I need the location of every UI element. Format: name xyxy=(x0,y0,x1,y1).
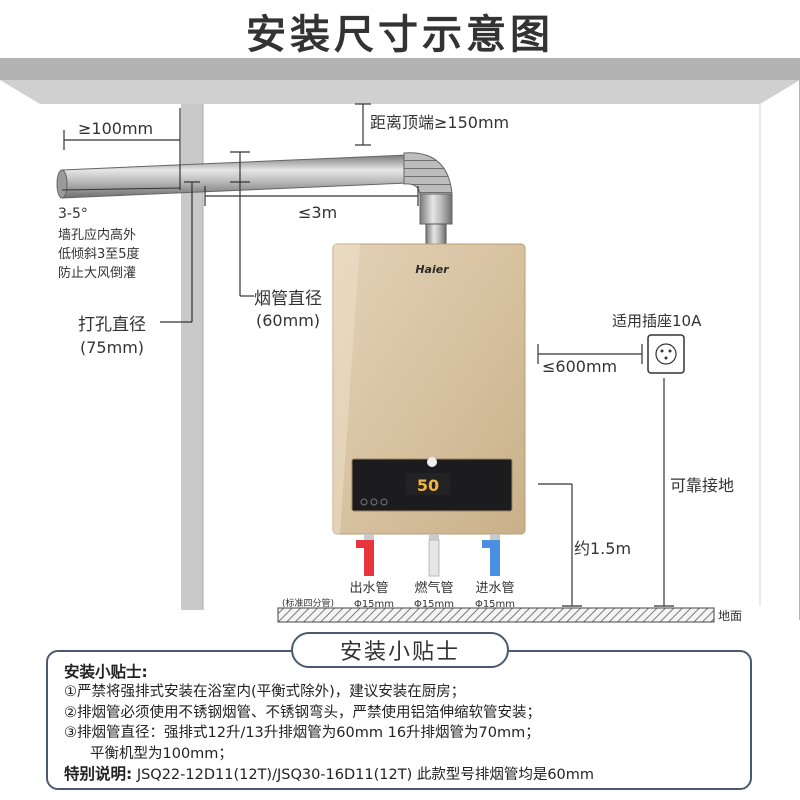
dim-hole-diameter xyxy=(160,181,200,323)
inlet-pipe xyxy=(482,540,500,576)
tip-item-3: ③排烟管直径：强排式12升/13升排烟管为60mm 16升排烟管为70mm； xyxy=(64,725,540,742)
label-height: 约1.5m xyxy=(574,539,631,558)
label-top-gap: 距离顶端≥150mm xyxy=(370,113,509,132)
dim-grounding xyxy=(654,378,674,607)
panel-button-2[interactable] xyxy=(370,498,378,506)
tips-badge: 安装小贴士 xyxy=(291,632,509,668)
floor xyxy=(277,607,715,623)
label-socket: 适用插座10A xyxy=(612,312,702,330)
dim-socket-distance xyxy=(537,344,643,364)
floor-label: 地面 xyxy=(718,609,742,623)
label-wall-gap: ≥100mm xyxy=(78,119,153,138)
tip-special-text: JSQ22-12D11(12T)/JSQ30-16D11(12T) 此款型号排烟… xyxy=(136,767,595,784)
page-title: 安装尺寸示意图 xyxy=(246,12,554,58)
flue-riser xyxy=(419,193,453,225)
label-hole-diameter-value: (75mm) xyxy=(80,338,144,357)
tips-heading: 安装小贴士: xyxy=(64,663,148,681)
gas-pipe-label: 燃气管 xyxy=(414,580,453,596)
outlet-pipe xyxy=(356,540,374,576)
tip-item-3-continued: 平衡机型为100mm； xyxy=(90,745,233,762)
gas-pipe xyxy=(428,539,440,577)
brand-logo: Haier xyxy=(415,263,449,276)
tip-special-label: 特别说明: xyxy=(64,765,133,784)
gas-pipe-size: Φ15mm xyxy=(414,599,454,610)
wall xyxy=(181,104,203,610)
socket-face-icon xyxy=(655,343,677,365)
label-hole-diameter: 打孔直径 xyxy=(78,315,146,335)
label-flue-diameter: 烟管直径 xyxy=(254,289,322,309)
label-tilt-note-3: 防止大风倒灌 xyxy=(58,265,136,281)
label-socket-distance: ≤600mm xyxy=(542,357,617,376)
label-pipe-length: ≤3m xyxy=(298,203,337,222)
display-value: 50 xyxy=(417,476,439,495)
flue-pipe xyxy=(61,154,409,199)
label-grounding: 可靠接地 xyxy=(670,476,734,495)
outlet-pipe-label: 出水管 xyxy=(349,581,388,596)
tip-item-2: ②排烟管必须使用不锈钢烟管、不锈钢弯头，严禁使用铝箔伸缩软管安装； xyxy=(64,704,541,721)
panel-emblem-icon xyxy=(427,457,437,467)
label-tilt-note-2: 低倾斜3至5度 xyxy=(58,246,140,262)
label-flue-diameter-value: (60mm) xyxy=(256,311,320,330)
outlet-pipe-size: Φ15mm xyxy=(354,599,394,610)
ceiling-surface xyxy=(0,80,800,104)
tip-item-1: ①严禁将强排式安装在浴室内(平衡式除外)，建议安装在厨房； xyxy=(64,684,466,701)
title-bar: 安装尺寸示意图 xyxy=(0,0,800,62)
panel-button-1[interactable] xyxy=(360,498,368,506)
label-tilt-note-1: 墙孔应内高外 xyxy=(58,227,136,243)
dim-top-gap xyxy=(355,103,371,146)
dim-height xyxy=(538,483,582,607)
socket-outlet xyxy=(647,334,685,374)
tips-content: 安装小贴士: ①严禁将强排式安装在浴室内(平衡式除外)，建议安装在厨房； ②排烟… xyxy=(64,662,744,785)
flue-elbow xyxy=(403,152,453,197)
dim-flue-diameter xyxy=(230,151,254,297)
inlet-pipe-size: Φ15mm xyxy=(475,599,515,610)
pipe-standard-note: (标准四分管) xyxy=(282,597,334,609)
dim-wall-gap xyxy=(63,108,181,190)
panel-button-3[interactable] xyxy=(380,498,388,506)
label-tilt-angle: 3-5° xyxy=(58,206,88,222)
ceiling xyxy=(0,58,800,80)
inlet-pipe-label: 进水管 xyxy=(475,581,514,596)
tip-special-line: 特别说明: JSQ22-12D11(12T)/JSQ30-16D11(12T) … xyxy=(64,764,744,785)
panel-display xyxy=(406,473,450,495)
